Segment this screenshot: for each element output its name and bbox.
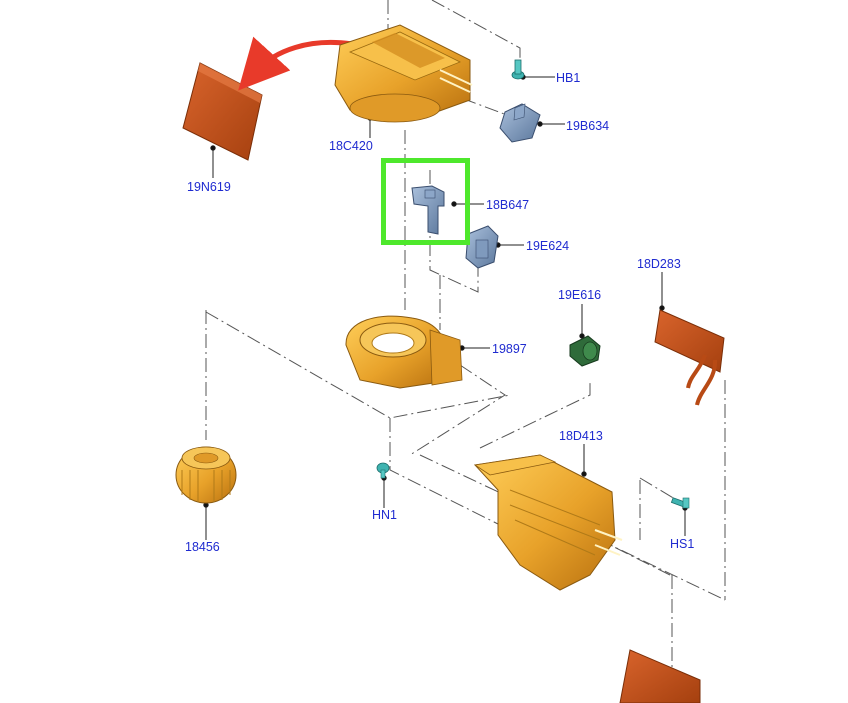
bracket-18B647 [411,185,445,235]
label-19E624[interactable]: 19E624 [526,239,570,253]
cabin-filter-19N619 [182,62,263,161]
partial-part-bottom [619,649,701,703]
label-18B647[interactable]: 18B647 [486,198,530,212]
label-19B634[interactable]: 19B634 [566,119,610,133]
label-HN1[interactable]: HN1 [372,508,398,522]
label-18C420[interactable]: 18C420 [329,139,373,153]
fastener-HN1 [376,462,390,479]
highlight-box [381,158,470,245]
lower-housing-18D413 [473,454,623,591]
blower-motor-18456 [175,446,237,504]
fastener-HB1 [511,59,525,80]
blower-housing-19897 [345,315,463,389]
label-HS1[interactable]: HS1 [670,537,695,551]
label-18D283[interactable]: 18D283 [637,257,681,271]
label-18D413[interactable]: 18D413 [559,429,603,443]
upper-housing-18C420 [334,24,473,123]
label-19N619[interactable]: 19N619 [187,180,231,194]
label-HB1[interactable]: HB1 [556,71,581,85]
heater-core-18D283 [654,309,725,406]
label-19E616[interactable]: 19E616 [558,288,602,302]
fastener-HS1 [670,497,690,509]
curved-arrow-icon [238,36,353,91]
leader-lines [203,74,688,540]
label-19897[interactable]: 19897 [492,342,527,356]
actuator-19B634 [499,103,541,143]
label-18456[interactable]: 18456 [185,540,220,554]
actuator-19E624 [465,225,499,269]
resistor-19E616 [569,335,601,367]
